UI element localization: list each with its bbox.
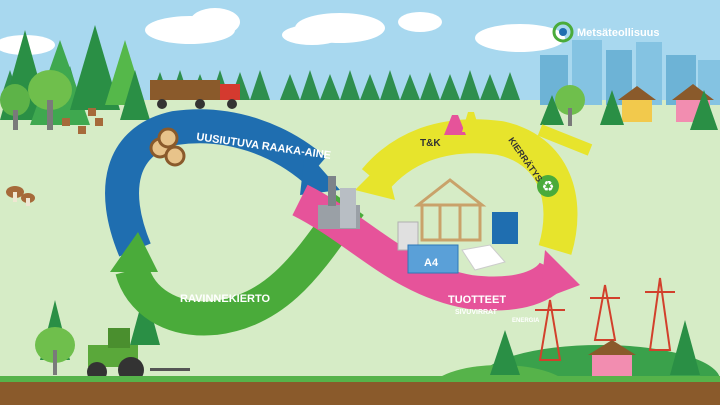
logo: Metsäteollisuus: [552, 21, 660, 43]
yellow-arrowhead: [355, 160, 395, 200]
side-streams-label: SIVUVIRRAT: [455, 309, 498, 316]
products-icons: [397, 212, 518, 274]
blue-arrow: [105, 109, 327, 257]
clouds: [0, 8, 565, 55]
soil: [0, 380, 720, 405]
energy-label: ENERGIA: [512, 318, 540, 324]
green-arrow: [115, 195, 364, 336]
yellow-branch: [537, 124, 593, 156]
svg-text:♻: ♻: [542, 179, 555, 195]
logo-text: Metsäteollisuus: [577, 27, 660, 39]
right-forest: [540, 85, 718, 130]
nutrient-cycle-label: RAVINNEKIERTO: [180, 293, 270, 305]
mushroom-icon: [6, 186, 35, 206]
flask-icon: [444, 112, 480, 135]
pink-arrowhead: [540, 250, 580, 300]
factory: [318, 176, 360, 229]
tree-stumps: [62, 108, 103, 134]
logs-icon: [149, 127, 186, 167]
products-label: TUOTTEET: [448, 294, 506, 306]
left-forest: [0, 25, 150, 130]
yellow-arrow: [361, 119, 578, 255]
house-frame-icon: [413, 178, 487, 242]
bottom-left-area: [35, 290, 160, 375]
paper-pack-label: A4: [424, 257, 439, 269]
green-arrowhead: [110, 232, 158, 272]
log-truck: [150, 80, 240, 109]
rnd-label: T&K: [420, 138, 441, 149]
grass: [0, 376, 720, 382]
recycle-icon: ♻: [537, 175, 559, 197]
